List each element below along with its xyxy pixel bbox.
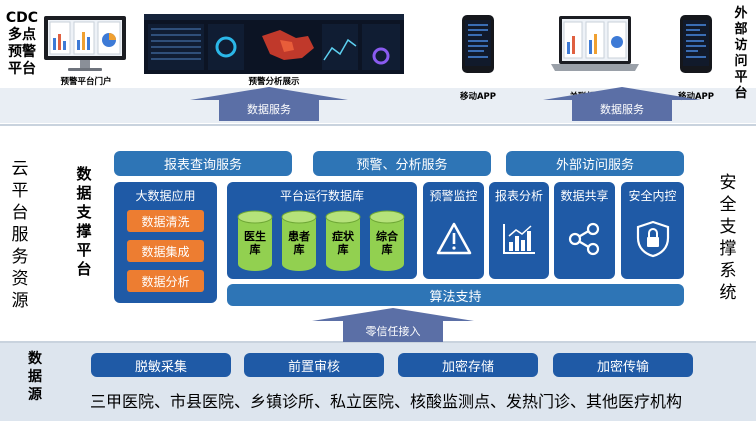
device-caption-analysis: 预警分析展示 <box>248 77 300 87</box>
data-service-label-left: 数据服务 <box>247 103 291 116</box>
step-desensitized-collection: 脱敏采集 <box>91 353 231 377</box>
analysis-dashboard-screen <box>144 14 404 74</box>
data-source-text: 数据源 <box>28 351 42 403</box>
portal-monitor <box>42 14 128 74</box>
shield-lock-icon <box>635 220 671 258</box>
report-query-service: 报表查询服务 <box>114 151 292 176</box>
step-front-review: 前置审核 <box>244 353 384 377</box>
module-security-control-title: 安全内控 <box>628 189 677 203</box>
module-warning-monitor: 预警监控 <box>423 182 484 279</box>
platform-database-title: 平台运行数据库 <box>279 189 364 203</box>
security-support-text: 安全支撑系统 <box>719 173 737 303</box>
doctor-db: 医生库 <box>237 210 273 272</box>
partner-laptop <box>549 14 641 74</box>
device-caption-mobile-1-visible: 移动APP <box>459 92 497 102</box>
comprehensive-db: 综合库 <box>369 210 405 272</box>
external-platform-text: 外部访问平台 <box>734 6 748 101</box>
external-platform-label: 外部访问平台 <box>732 6 750 102</box>
cdc-platform-label: CDC多点预警平台 <box>4 10 40 78</box>
cdc-platform-text: CDC多点预警平台 <box>5 10 39 77</box>
symptom-db-label: 症状库 <box>332 230 354 256</box>
patient-db-label: 患者库 <box>288 230 310 256</box>
bigdata-panel: 大数据应用 数据清洗 数据集成 数据分析 <box>114 182 217 303</box>
data-support-platform-text: 数据支撑平台 <box>76 165 92 278</box>
module-security-control: 安全内控 <box>621 182 684 279</box>
step-encrypted-transmission: 加密传输 <box>553 353 693 377</box>
module-report-analysis-title: 报表分析 <box>494 189 543 203</box>
data-support-platform-label: 数据支撑平台 <box>74 165 94 279</box>
zero-trust-label: 零信任接入 <box>365 325 421 338</box>
data-integration: 数据集成 <box>127 240 204 262</box>
data-cleaning: 数据清洗 <box>127 210 204 232</box>
symptom-db: 症状库 <box>325 210 361 272</box>
module-report-analysis: 报表分析 <box>489 182 549 279</box>
mobile-phone-1 <box>461 14 495 74</box>
platform-database-panel: 平台运行数据库 医生库 患者库 症状库 综合库 <box>227 182 417 279</box>
data-service-arrow-left: 数据服务 <box>189 86 349 122</box>
zero-trust-arrow: 零信任接入 <box>311 307 475 343</box>
bigdata-title: 大数据应用 <box>135 189 196 203</box>
module-data-sharing-title: 数据共享 <box>560 189 609 203</box>
comprehensive-db-label: 综合库 <box>376 230 398 256</box>
step-encrypted-storage: 加密存储 <box>398 353 538 377</box>
data-sources-text: 三甲医院、市县医院、乡镇诊所、私立医院、核酸监测点、发热门诊、其他医疗机构 <box>90 392 683 411</box>
bar-chart-icon <box>501 222 537 256</box>
external-access-service: 外部访问服务 <box>506 151 684 176</box>
patient-db: 患者库 <box>281 210 317 272</box>
module-warning-monitor-title: 预警监控 <box>429 189 478 203</box>
warning-icon <box>436 222 472 256</box>
share-icon <box>566 222 602 256</box>
module-data-sharing: 数据共享 <box>554 182 615 279</box>
algorithm-support-bar: 算法支持 <box>227 284 684 306</box>
cloud-resources-text: 云平台服务资源 <box>11 159 29 311</box>
device-caption-portal: 预警平台门户 <box>60 77 112 87</box>
doctor-db-label: 医生库 <box>244 230 266 256</box>
divider-top <box>0 124 756 126</box>
mobile-phone-2 <box>679 14 713 74</box>
data-analysis: 数据分析 <box>127 270 204 292</box>
data-service-arrow-right: 数据服务 <box>542 86 702 122</box>
cloud-resources-label: 云平台服务资源 <box>10 158 30 312</box>
security-support-label: 安全支撑系统 <box>718 172 738 304</box>
data-source-label: 数据源 <box>26 350 44 404</box>
device-caption-mobile-2: 移动APP <box>677 92 715 102</box>
data-service-label-right: 数据服务 <box>600 103 644 116</box>
warning-analysis-service: 预警、分析服务 <box>313 151 491 176</box>
